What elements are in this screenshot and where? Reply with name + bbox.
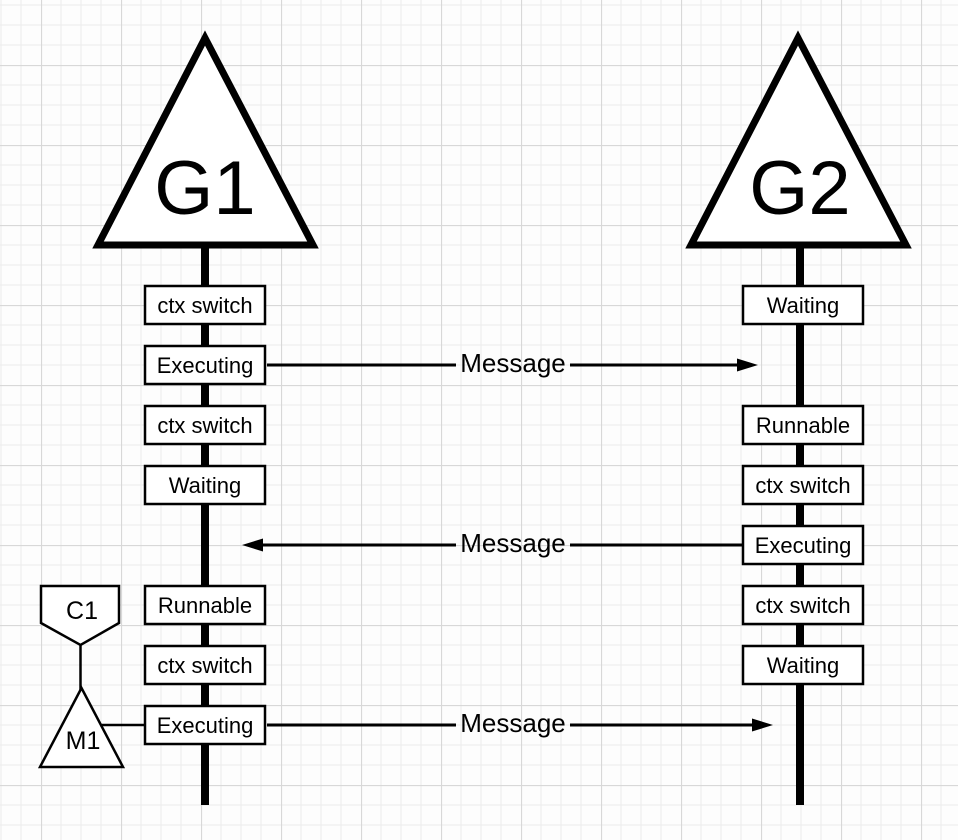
state-box-rect xyxy=(143,704,267,746)
message-label: Message xyxy=(460,348,566,378)
state-box-rect xyxy=(741,404,865,446)
state-box-label: ctx switch xyxy=(157,413,252,438)
state-box-label: Executing xyxy=(157,713,254,738)
arrowhead-left-icon xyxy=(242,538,263,552)
g2-state-box-3: Executing xyxy=(741,524,865,566)
m1-label: M1 xyxy=(66,727,101,755)
g1-state-box-1: Executing xyxy=(143,344,267,386)
message-arrow-2: Message xyxy=(242,528,743,558)
arrowhead-right-icon xyxy=(752,718,773,732)
g1-state-box-3: Waiting xyxy=(143,464,267,506)
g2-state-box-4: ctx switch xyxy=(741,584,865,626)
state-box-label: ctx switch xyxy=(755,593,850,618)
state-box-label: Waiting xyxy=(767,293,840,318)
state-box-label: Executing xyxy=(157,353,254,378)
c1-node: C1 xyxy=(39,584,121,647)
g1-state-box-2: ctx switch xyxy=(143,404,267,446)
g2-state-box-2: ctx switch xyxy=(741,464,865,506)
g1-triangle-shape xyxy=(92,30,319,249)
m1-triangle-shape xyxy=(37,685,126,769)
g1-state-box-0: ctx switch xyxy=(143,284,267,326)
state-box-rect xyxy=(143,344,267,386)
state-box-label: ctx switch xyxy=(157,293,252,318)
c1-pentagon-shape xyxy=(39,584,121,647)
message-label: Message xyxy=(460,528,566,558)
state-box-label: Waiting xyxy=(767,653,840,678)
message-arrow-1: Message xyxy=(267,348,758,378)
state-box-label: Runnable xyxy=(756,413,850,438)
state-box-rect xyxy=(143,404,267,446)
g2-state-box-1: Runnable xyxy=(741,404,865,446)
g2-label: G2 xyxy=(749,146,850,231)
c1-label: C1 xyxy=(66,597,98,625)
g1-label: G1 xyxy=(154,146,255,231)
state-box-label: ctx switch xyxy=(157,653,252,678)
state-box-rect xyxy=(741,464,865,506)
g2-state-box-5: Waiting xyxy=(741,644,865,686)
g1-node: G1 xyxy=(92,30,319,249)
g2-triangle-shape xyxy=(685,30,912,249)
g1-state-box-5: ctx switch xyxy=(143,644,267,686)
state-box-rect xyxy=(143,284,267,326)
state-box-rect xyxy=(143,584,267,626)
g1-state-box-6: Executing xyxy=(143,704,267,746)
state-box-label: Executing xyxy=(755,533,852,558)
message-arrow-3: Message xyxy=(267,708,773,738)
state-box-rect xyxy=(741,644,865,686)
state-box-rect xyxy=(143,644,267,686)
m1-node: M1 xyxy=(37,685,126,769)
state-box-rect xyxy=(741,524,865,566)
g2-state-box-0: Waiting xyxy=(741,284,865,326)
state-box-label: Waiting xyxy=(169,473,242,498)
state-box-label: Runnable xyxy=(158,593,252,618)
state-box-label: ctx switch xyxy=(755,473,850,498)
g2-node: G2 xyxy=(685,30,912,249)
state-box-rect xyxy=(143,464,267,506)
arrowhead-right-icon xyxy=(737,358,758,372)
g1-state-box-4: Runnable xyxy=(143,584,267,626)
state-box-rect xyxy=(741,584,865,626)
message-label: Message xyxy=(460,708,566,738)
state-box-rect xyxy=(741,284,865,326)
